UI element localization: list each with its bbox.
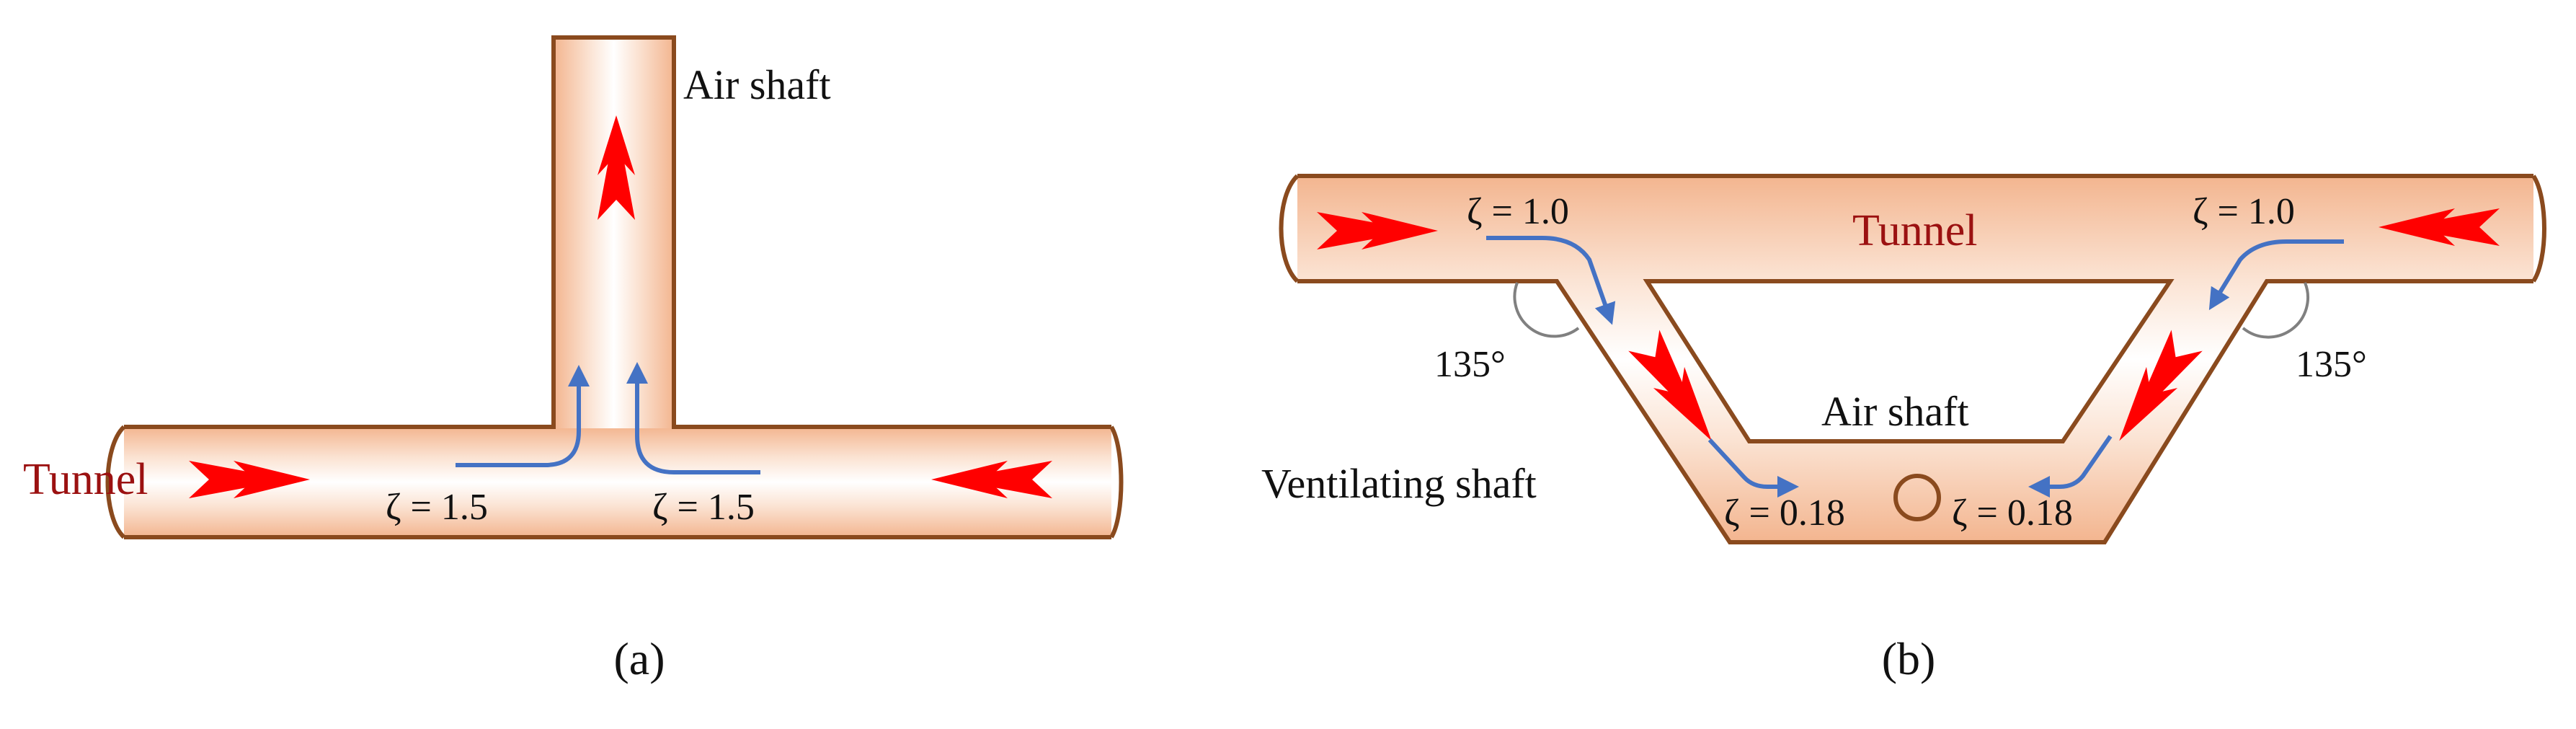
panel-b-flow-arrow-left-slope (1628, 330, 1712, 441)
panel-b-branch-arrow-top-left (1486, 236, 1616, 325)
panel-a-red-arrows (189, 115, 1052, 498)
panel-b-angle-arc-right (2242, 282, 2309, 339)
panel-b-blue-arrows (1486, 236, 2344, 498)
panel-a-flow-arrow-right (931, 461, 1052, 498)
panel-b-zeta-top-right: ζ = 1.0 (2193, 191, 2295, 232)
panel-a-air-shaft-label: Air shaft (683, 61, 831, 108)
panel-a-zeta-left: ζ = 1.5 (386, 487, 488, 528)
panel-a: Air shaft Tunnel ζ = 1.5 ζ = 1.5 (a) (23, 35, 1124, 684)
panel-b-flow-arrow-right-inlet (2379, 208, 2500, 246)
panel-a-air-shaft-pipe (554, 37, 674, 428)
panel-b-flow-arrow-right-slope (2119, 330, 2203, 441)
panel-a-branch-arrow-right (626, 362, 760, 474)
panel-b-zeta-bottom-right: ζ = 0.18 (1952, 492, 2073, 534)
panel-b-ventilating-shaft-label: Ventilating shaft (1261, 460, 1537, 507)
panel-a-caption: (a) (613, 633, 665, 684)
panel-a-zeta-right: ζ = 1.5 (652, 487, 755, 528)
panel-b-angle-left-label: 135° (1434, 344, 1506, 385)
panel-b-branch-arrow-bottom-left (1707, 438, 1799, 498)
panel-a-tunnel-label: Tunnel (23, 455, 148, 504)
panel-b-branch-arrow-top-right (2208, 239, 2344, 311)
panel-b-junction-circle-icon (1893, 474, 1941, 521)
panel-b-zeta-bottom-left: ζ = 0.18 (1724, 492, 1845, 534)
panel-a-blue-arrows (456, 362, 760, 474)
panel-a-branch-arrow-left (456, 365, 590, 467)
panel-b-angle-right-label: 135° (2296, 344, 2367, 385)
panel-b-tunnel-label: Tunnel (1852, 206, 1977, 255)
panel-b-tunnel-pipe (1297, 176, 2533, 542)
panel-b-branch-arrow-bottom-right (2028, 435, 2113, 498)
panel-b-flow-arrow-left-inlet (1317, 212, 1438, 249)
panel-b-zeta-top-left: ζ = 1.0 (1467, 191, 1569, 232)
panel-b-angle-arc-left (1513, 282, 1580, 338)
panel-b: Tunnel Air shaft Ventilating shaft ζ = 1… (1261, 174, 2546, 684)
panel-b-air-shaft-label: Air shaft (1821, 388, 1969, 435)
panel-b-angle-arcs (1513, 282, 2309, 339)
panel-b-outline (1279, 174, 2546, 544)
panel-a-flow-arrow-up (598, 115, 635, 220)
panel-a-flow-arrow-left (189, 461, 310, 498)
panel-b-caption: (b) (1882, 633, 1936, 684)
panel-b-red-arrows (1317, 208, 2500, 441)
panel-a-outline (105, 35, 1124, 539)
